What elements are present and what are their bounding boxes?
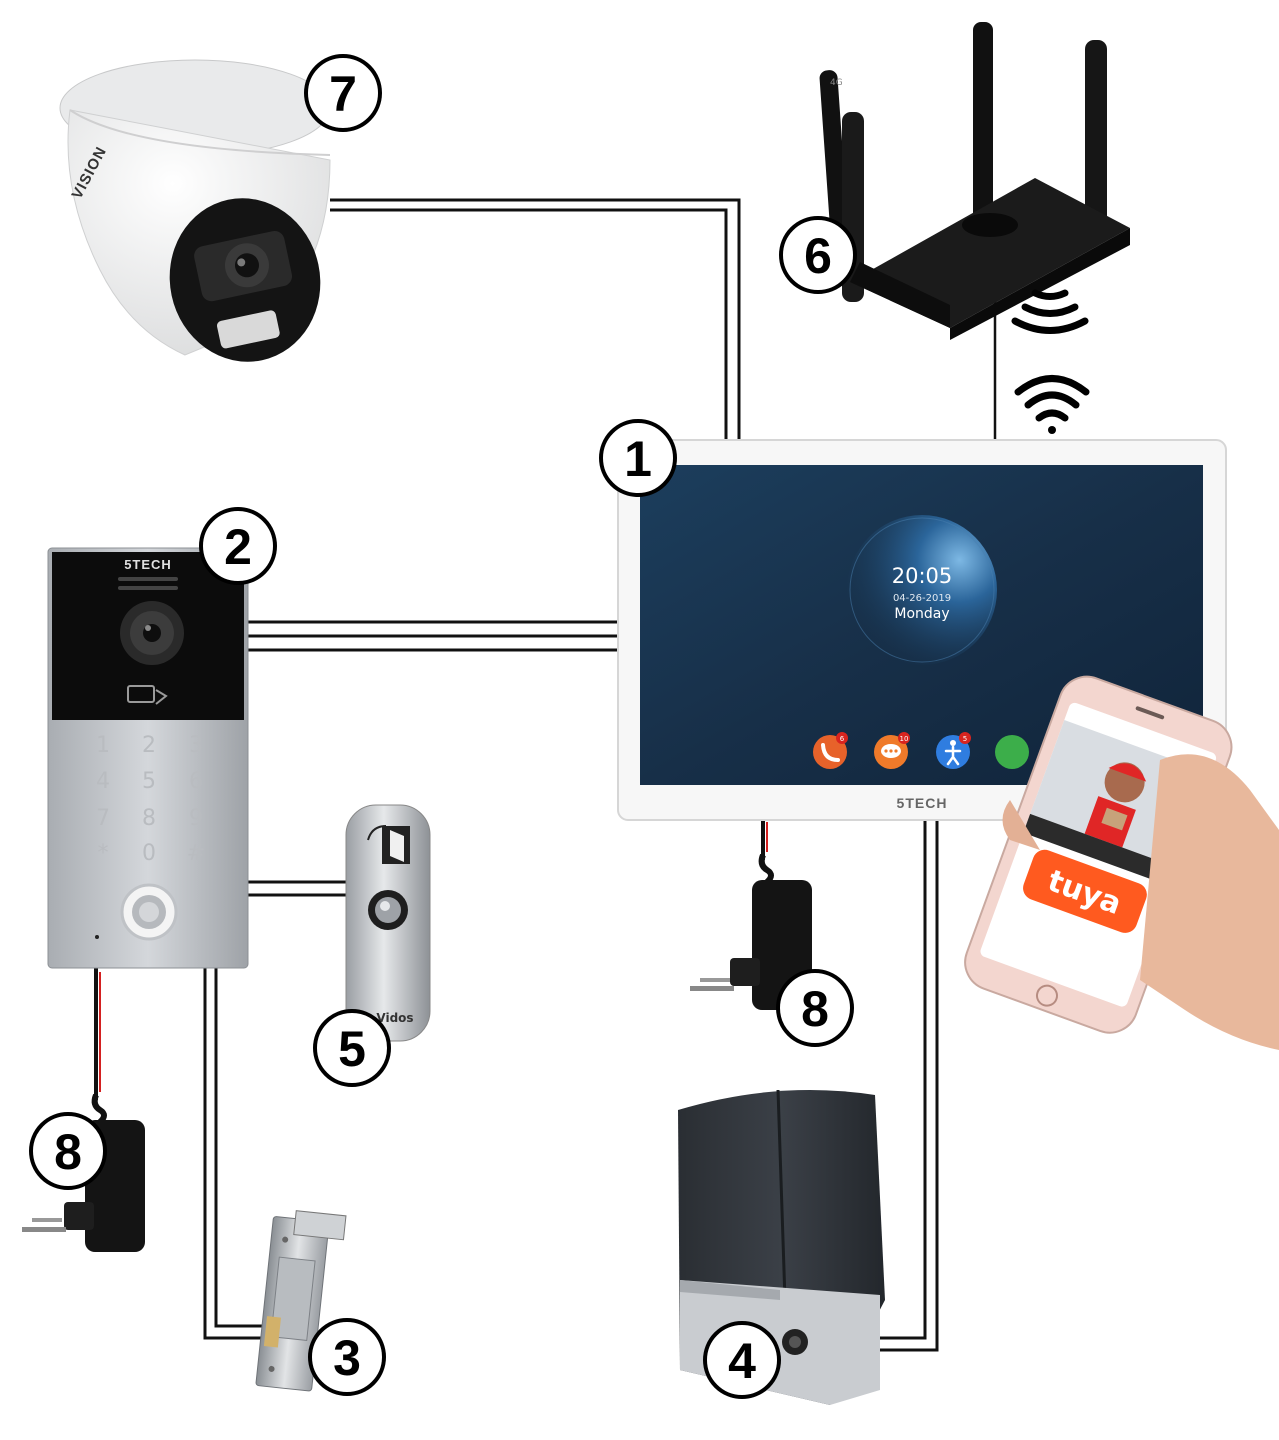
exit-button: Vidos [345, 804, 431, 1042]
monitor-time: 20:05 [892, 564, 953, 588]
badge-monitor: 1 [599, 419, 677, 497]
svg-text:1: 1 [96, 733, 110, 758]
power-cables [91, 818, 774, 1125]
svg-text:8: 8 [54, 1124, 82, 1180]
indoor-monitor: 20:05 04-26-2019 Monday 6 10 5 5TECH [617, 439, 1227, 821]
svg-text:3: 3 [333, 1330, 361, 1386]
wires [203, 198, 997, 1352]
svg-text:5: 5 [142, 769, 156, 794]
svg-text:6: 6 [840, 735, 845, 743]
svg-text:7: 7 [329, 66, 357, 122]
wireless-signal-icon [1011, 289, 1089, 334]
green-app-icon [995, 735, 1029, 769]
hand [1002, 754, 1279, 1050]
badge-power-supply-door: 8 [29, 1112, 107, 1190]
svg-text:#: # [187, 841, 205, 866]
message-icon: 10 [874, 732, 910, 769]
svg-text:7: 7 [96, 806, 110, 831]
svg-text:8: 8 [142, 806, 156, 831]
wifi-icon [1014, 375, 1090, 434]
keypad: 1 2 3 4 5 6 7 8 9 * 0 # [96, 733, 205, 866]
door-station-brand: 5TECH [124, 557, 172, 572]
monitor-day: Monday [894, 606, 949, 622]
monitor-brand: 5TECH [897, 795, 948, 811]
router: 4G [819, 22, 1130, 340]
svg-text:5: 5 [338, 1021, 366, 1077]
svg-text:0: 0 [142, 841, 156, 866]
badge-camera: 7 [304, 54, 382, 132]
svg-text:6: 6 [804, 228, 832, 284]
call-button [120, 883, 178, 941]
call-icon: 6 [813, 732, 848, 769]
svg-text:9: 9 [189, 806, 203, 831]
svg-text:4: 4 [728, 1333, 756, 1389]
camera-to-monitor-wire [330, 208, 728, 440]
door-icon [367, 825, 410, 864]
badge-router: 6 [779, 216, 857, 294]
camera-to-monitor-wire [330, 198, 741, 440]
svg-text:8: 8 [801, 981, 829, 1037]
svg-text:2: 2 [224, 519, 252, 575]
monitor-date: 04-26-2019 [893, 593, 951, 604]
person-icon: 5 [936, 732, 971, 769]
rfid-card-icon [127, 685, 168, 705]
door-station: 5TECH 1 2 3 4 5 6 7 8 9 * 0 # [47, 547, 249, 969]
svg-text:1: 1 [624, 431, 652, 487]
svg-text:5: 5 [963, 735, 967, 743]
exit-button-brand: Vidos [376, 1011, 413, 1025]
monitor-to-motor-wire [880, 818, 927, 1340]
badge-power-supply-monitor: 8 [776, 969, 854, 1047]
badge-gate-motor: 4 [703, 1321, 781, 1399]
svg-text:4: 4 [96, 769, 110, 794]
badge-door-station: 2 [199, 507, 277, 585]
door-to-lock-wire [214, 968, 265, 1328]
svg-text:*: * [98, 841, 109, 866]
badge-electric-lock: 3 [308, 1318, 386, 1396]
door-to-lock-wire [203, 968, 265, 1340]
monitor-to-motor-wire [880, 818, 939, 1352]
dome-camera: VISION [59, 59, 331, 362]
svg-text:6: 6 [189, 769, 203, 794]
svg-text:3: 3 [189, 733, 203, 758]
svg-text:10: 10 [900, 735, 909, 743]
antenna-label: 4G [830, 78, 843, 88]
badge-exit-button: 5 [313, 1009, 391, 1087]
svg-text:2: 2 [142, 733, 156, 758]
